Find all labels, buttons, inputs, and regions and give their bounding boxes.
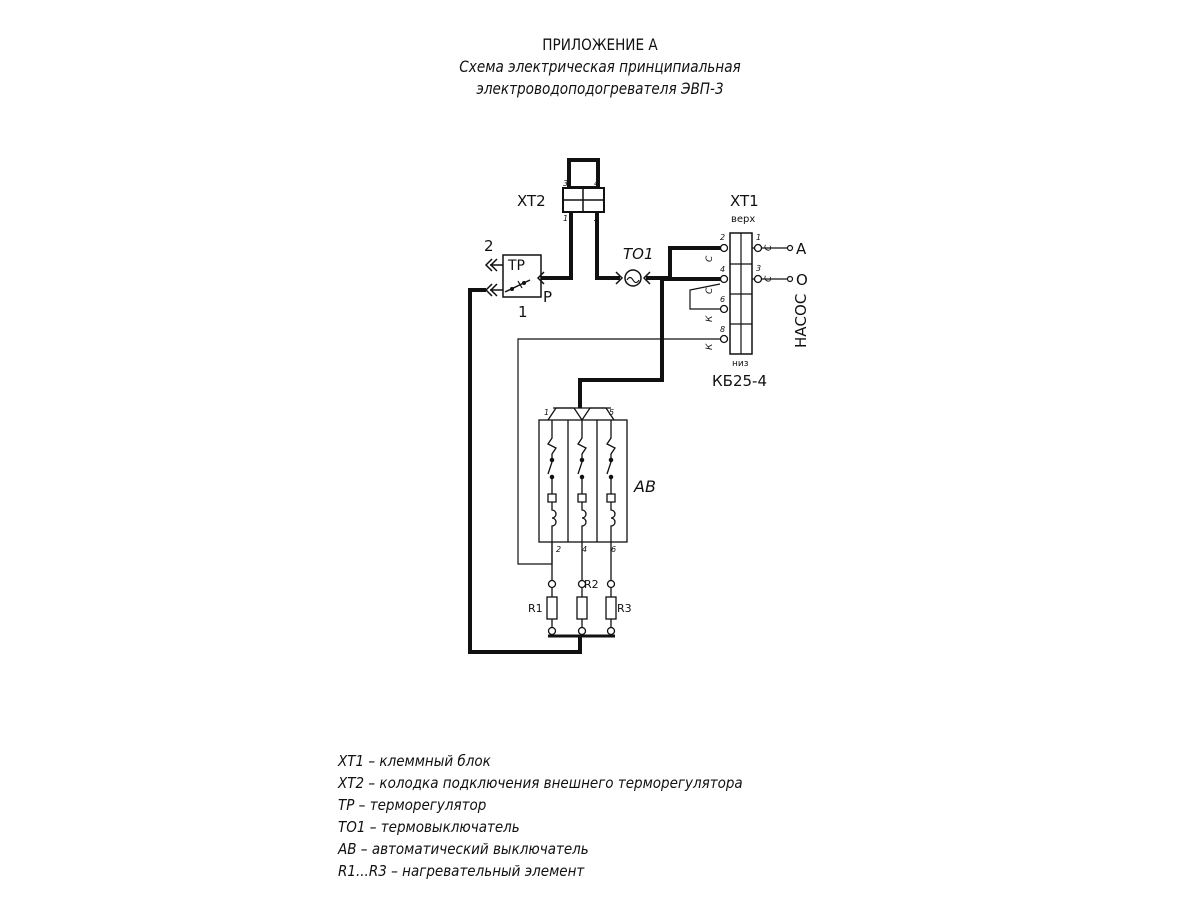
- wire-xt1-av: [578, 277, 727, 408]
- wire-code-s-3: С: [764, 244, 774, 251]
- r1-label: R1: [528, 602, 543, 615]
- resistor-r2: [576, 596, 588, 620]
- wire-code-k-2: К: [705, 343, 715, 350]
- xt1-pin-2: 2: [720, 233, 725, 242]
- av-pin-5: 5: [609, 408, 614, 417]
- circuit-breaker-av: 1 5 2 4 6 АВ: [538, 407, 656, 554]
- legend-item: ТР – терморегулятор: [338, 796, 487, 814]
- wire-code-s-4: С: [764, 275, 774, 282]
- xt2-connector: XT2 3 4 1 2: [517, 158, 605, 223]
- xt2-label: XT2: [517, 192, 546, 210]
- av-label: АВ: [633, 477, 656, 496]
- xt1-type-label: КБ25-4: [712, 372, 767, 390]
- xt1-pin-8: 8: [720, 325, 725, 334]
- neutral-o-label: О: [796, 271, 808, 289]
- av-poles: [547, 420, 616, 542]
- xt1-bottom-label: низ: [732, 359, 749, 369]
- av-body: [538, 419, 628, 543]
- legend-item: R1...R3 – нагревательный элемент: [338, 862, 585, 880]
- xt1-pin-4: 4: [720, 265, 725, 274]
- xt1-pin-6: 6: [720, 295, 725, 304]
- wire-code-s-1: С: [705, 255, 715, 262]
- wire-tp-return: [468, 288, 582, 654]
- wire-code-k-1: К: [705, 315, 715, 322]
- xt1-label: XT1: [730, 192, 759, 210]
- thermal-switch-to1: ТО1: [615, 245, 654, 287]
- xt1-pin-3: 3: [756, 264, 761, 273]
- thermoregulator-tp: ТР 2 1 Р: [484, 237, 552, 321]
- tp-terminal-p: Р: [543, 288, 552, 306]
- av-pin-6: 6: [611, 545, 616, 554]
- xt1-terminal-block: XT1 верх низ КБ25-4 2 4 6 8 1 3 А О НАСО…: [705, 192, 810, 390]
- resistor-r3: [605, 596, 617, 620]
- av-pin-4: 4: [582, 545, 587, 554]
- wire-to1-xt1: [646, 246, 727, 280]
- legend-item: XT2 – колодка подключения внешнего термо…: [338, 774, 743, 792]
- xt1-pin-1: 1: [756, 233, 761, 242]
- header: ПРИЛОЖЕНИЕ А Схема электрическая принцип…: [0, 34, 1200, 100]
- legend-item: ТО1 – термовыключатель: [338, 818, 520, 836]
- wire-xt2-to1: [595, 212, 620, 280]
- resistor-r1: [546, 596, 558, 620]
- legend: XT1 – клеммный блок XT2 – колодка подклю…: [338, 750, 788, 882]
- wire-jumper-4-6: [689, 283, 721, 310]
- pump-label: НАСОС: [792, 294, 810, 348]
- to1-label: ТО1: [623, 245, 654, 263]
- tp-label: ТР: [507, 258, 525, 274]
- tp-terminal-1: 1: [518, 303, 528, 321]
- diagram-caption-line1: Схема электрическая принципиальная: [459, 57, 741, 76]
- xt2-pin-4: 4: [594, 179, 599, 188]
- xt1-top-label: верх: [731, 214, 755, 225]
- heating-elements: [546, 542, 617, 638]
- legend-item: АВ – автоматический выключатель: [338, 840, 589, 858]
- r3-label: R3: [617, 602, 632, 615]
- tp-terminal-2: 2: [484, 237, 494, 255]
- av-pin-2: 2: [556, 545, 561, 554]
- av-pin-1: 1: [544, 408, 549, 417]
- xt2-pin-1: 1: [563, 214, 568, 223]
- xt2-pin-3: 3: [563, 179, 568, 188]
- legend-item: XT1 – клеммный блок: [338, 752, 491, 770]
- diagram-caption-line2: электроводоподогревателя ЭВП-3: [476, 79, 724, 98]
- appendix-title: ПРИЛОЖЕНИЕ А: [542, 35, 658, 54]
- wire-code-s-2: С: [705, 287, 715, 294]
- phase-a-label: А: [796, 240, 807, 258]
- r2-label: R2: [584, 578, 599, 591]
